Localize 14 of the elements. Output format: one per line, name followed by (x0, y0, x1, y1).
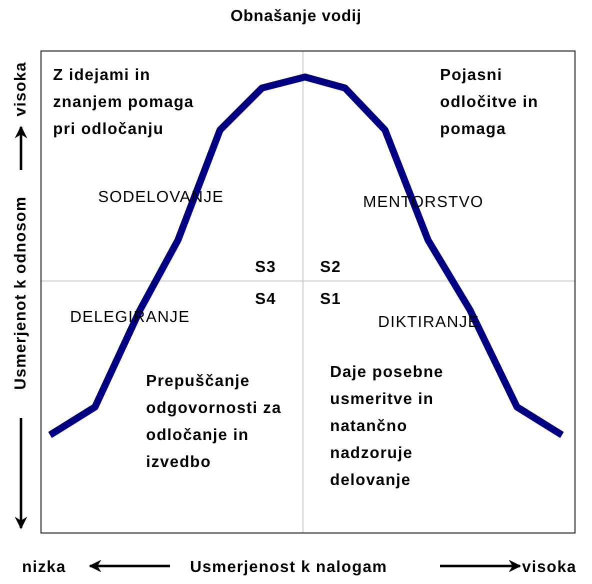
diagram-title: Obnašanje vodij (229, 8, 363, 26)
style-code: S3 (255, 258, 276, 278)
axis-title: Usmerjenot k odnosom (12, 196, 30, 390)
style-code: S1 (320, 290, 342, 310)
axis-end-label: visoka (12, 62, 30, 116)
style-code: S2 (320, 258, 342, 278)
quadrant-description: Daje posebne usmeritve in natančno nadzoruje delovanje (330, 363, 445, 491)
axis-end-label: nizka (22, 558, 66, 578)
axis-end-label: visoka (522, 558, 577, 578)
axis-title: Usmerjenost k nalogam (190, 558, 388, 578)
quadrant-description: Prepuščanje odgovornosti za odločanje in izvedbo (146, 372, 283, 473)
quadrant-description: Z idejami in znanjem pomaga pri odločanju (53, 66, 196, 140)
quadrant-description: Pojasni odločitve in pomaga (440, 66, 540, 140)
style-code: S4 (255, 290, 276, 310)
